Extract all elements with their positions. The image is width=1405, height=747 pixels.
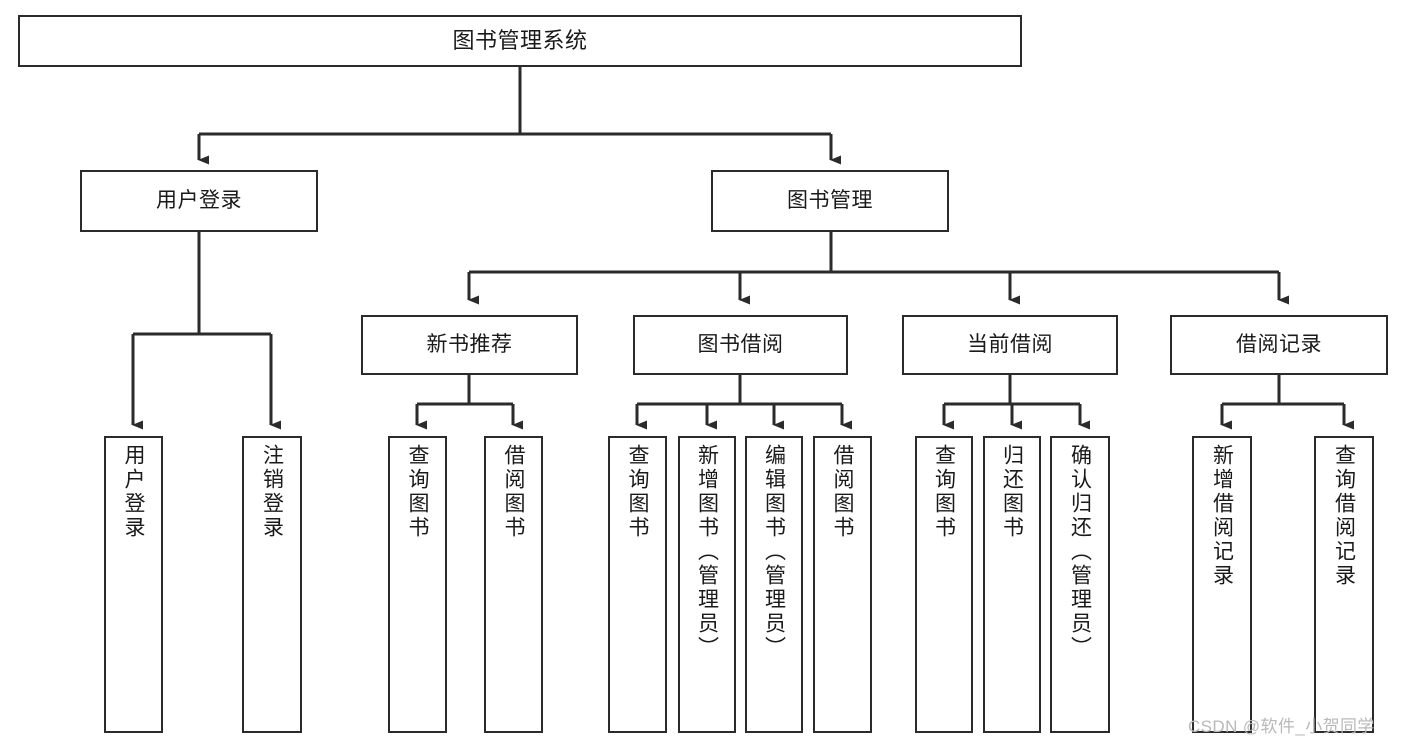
node-book-manage[interactable]: 图书管理: [711, 170, 949, 232]
node-leaf-return-book[interactable]: 归还图书: [983, 436, 1041, 733]
node-leaf-borrow-book-1[interactable]: 借阅图书: [484, 436, 543, 733]
node-leaf-user-login[interactable]: 用户登录: [104, 436, 163, 733]
node-current-borrow[interactable]: 当前借阅: [902, 315, 1118, 375]
node-book-borrow[interactable]: 图书借阅: [633, 315, 848, 375]
node-leaf-add-book[interactable]: 新增图书（管理员）: [678, 436, 736, 733]
node-leaf-edit-book-label: 编辑图书（管理员）: [762, 444, 786, 660]
node-borrow-record-label: 借阅记录: [1236, 333, 1322, 357]
node-leaf-query-book-1-label: 查询图书: [406, 444, 429, 540]
node-leaf-confirm-return[interactable]: 确认归还（管理员）: [1050, 436, 1110, 733]
node-leaf-query-record-label: 查询借阅记录: [1332, 444, 1356, 588]
node-current-borrow-label: 当前借阅: [967, 333, 1053, 357]
node-root[interactable]: 图书管理系统: [18, 15, 1022, 67]
node-user-login[interactable]: 用户登录: [80, 170, 318, 232]
node-leaf-return-book-label: 归还图书: [1000, 444, 1024, 540]
node-book-borrow-label: 图书借阅: [697, 333, 784, 357]
node-leaf-query-book-3[interactable]: 查询图书: [915, 436, 973, 733]
node-new-book-rec-label: 新书推荐: [426, 333, 513, 357]
node-leaf-add-book-label: 新增图书（管理员）: [695, 444, 719, 660]
node-leaf-confirm-return-label: 确认归还（管理员）: [1068, 444, 1092, 660]
node-leaf-logout-label: 注销登录: [260, 444, 284, 540]
node-leaf-query-book-2-label: 查询图书: [626, 444, 649, 540]
node-leaf-query-record[interactable]: 查询借阅记录: [1314, 436, 1374, 733]
node-leaf-edit-book[interactable]: 编辑图书（管理员）: [745, 436, 803, 733]
node-leaf-borrow-book-1-label: 借阅图书: [502, 444, 525, 540]
node-leaf-add-record[interactable]: 新增借阅记录: [1192, 436, 1252, 733]
node-book-manage-label: 图书管理: [787, 189, 873, 213]
node-user-login-label: 用户登录: [156, 189, 242, 213]
csdn-watermark: CSDN @软件_小贺同学: [1188, 717, 1375, 736]
node-leaf-query-book-1[interactable]: 查询图书: [388, 436, 447, 733]
node-root-label: 图书管理系统: [452, 27, 588, 53]
node-leaf-logout[interactable]: 注销登录: [242, 436, 302, 733]
node-leaf-add-record-label: 新增借阅记录: [1210, 444, 1234, 588]
node-leaf-borrow-book-2-label: 借阅图书: [831, 444, 854, 540]
node-borrow-record[interactable]: 借阅记录: [1170, 315, 1388, 375]
node-leaf-query-book-3-label: 查询图书: [932, 444, 956, 540]
node-leaf-query-book-2[interactable]: 查询图书: [608, 436, 667, 733]
node-leaf-borrow-book-2[interactable]: 借阅图书: [813, 436, 872, 733]
node-leaf-user-login-label: 用户登录: [122, 444, 145, 540]
node-new-book-rec[interactable]: 新书推荐: [361, 315, 578, 375]
